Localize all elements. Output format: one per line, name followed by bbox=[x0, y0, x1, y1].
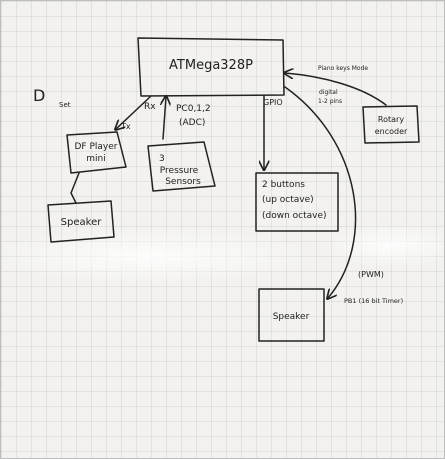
piano-mode-label: Piano keys Mode bbox=[318, 65, 368, 72]
pb1-label: PB1 (16 bit Timer) bbox=[344, 297, 403, 305]
dfplayer-speaker-wire bbox=[70, 172, 80, 204]
rotary-label-1: Rotary bbox=[378, 115, 404, 124]
pressure-label-1: 3 bbox=[159, 154, 165, 164]
speaker-right-box bbox=[258, 288, 325, 342]
buttons-label-1: 2 buttons bbox=[262, 180, 305, 190]
pwm-label: (PWM) bbox=[358, 270, 384, 279]
d-sub-label: Set bbox=[59, 101, 71, 109]
buttons-label-2: (up octave) bbox=[262, 195, 314, 205]
d-label: D bbox=[33, 86, 45, 105]
light-glare bbox=[1, 228, 321, 284]
light-glare-right bbox=[321, 224, 444, 268]
pressure-box bbox=[147, 141, 216, 192]
tx-arrow bbox=[116, 95, 152, 129]
pressure-label-3: Sensors bbox=[165, 177, 201, 187]
mcu-label: ATMega328P bbox=[169, 58, 253, 73]
digital-pins-label: 1-2 pins bbox=[318, 98, 342, 105]
rotary-box bbox=[362, 105, 420, 144]
rotary-label-2: encoder bbox=[375, 127, 408, 136]
buttons-label-3: (down octave) bbox=[262, 211, 327, 221]
dfplayer-label-1: DF Player bbox=[75, 142, 118, 152]
buttons-box bbox=[255, 172, 339, 232]
digital-label: digital bbox=[319, 89, 338, 96]
speaker-right-label: Speaker bbox=[273, 312, 310, 322]
rotary-arrow bbox=[285, 73, 387, 106]
dfplayer-label-2: mini bbox=[86, 154, 105, 164]
tx-label: Tx bbox=[120, 122, 131, 131]
dfplayer-box bbox=[66, 131, 127, 174]
pressure-label-2: Pressure bbox=[160, 166, 199, 176]
adc-arrow bbox=[163, 97, 166, 140]
speaker-left-label: Speaker bbox=[61, 217, 103, 228]
adc-label: (ADC) bbox=[179, 118, 205, 128]
mcu-box bbox=[137, 37, 285, 97]
speaker-left-box bbox=[47, 200, 115, 243]
pwm-arrow bbox=[284, 86, 357, 298]
gpio-label: GPIO bbox=[263, 98, 283, 107]
pressure-pins-label-top: Rx bbox=[144, 102, 156, 112]
pressure-pins-label: PC0,1,2 bbox=[176, 104, 211, 114]
